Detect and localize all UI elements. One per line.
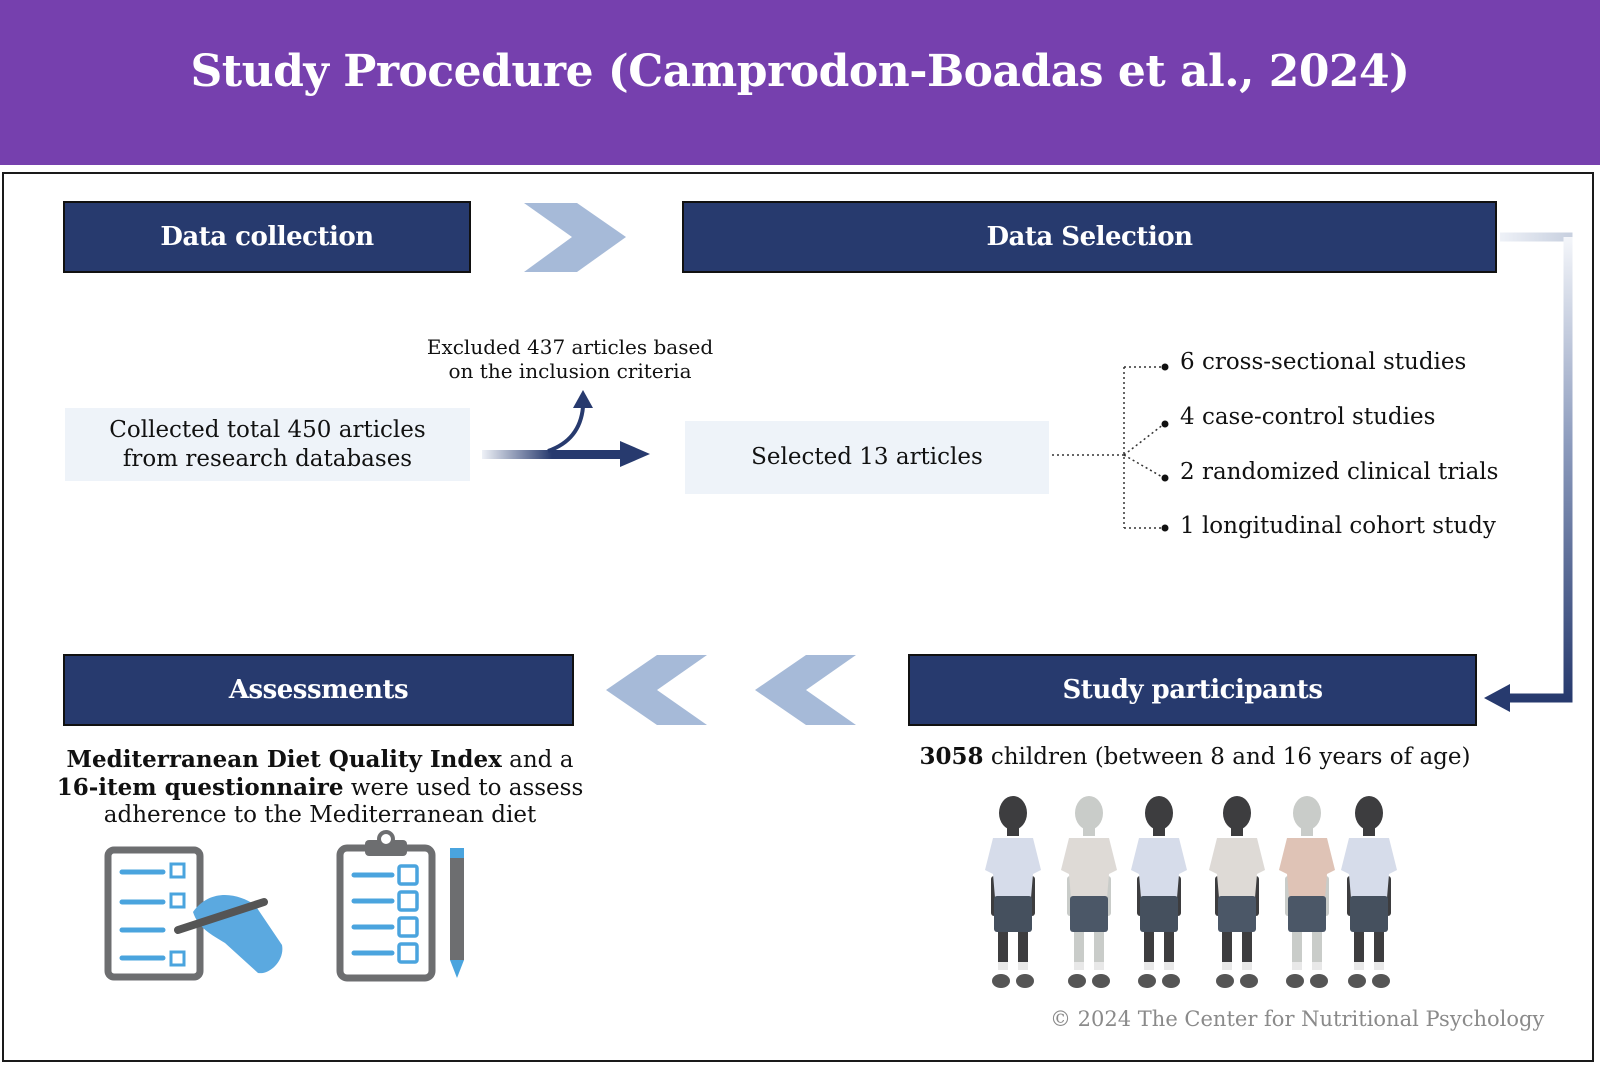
assessment-text1: and a [501, 747, 574, 773]
selected-box: Selected 13 articles [685, 421, 1049, 494]
main-arrow-shaft [482, 450, 622, 459]
selected-label: Selected 13 articles [751, 444, 983, 470]
assessment-line3: adherence to the Mediterranean diet [103, 802, 537, 828]
branch-dots [1161, 363, 1169, 532]
child-figure-icon [985, 796, 1041, 988]
arrowhead-left-icon [1484, 684, 1510, 712]
assessment-bold1: Mediterranean Diet Quality Index [66, 746, 502, 773]
stage-data-collection: Data collection [63, 201, 471, 273]
clipboard-pencil-icon [336, 830, 464, 982]
checklist-hand-icon [104, 846, 283, 981]
stage-data-selection: Data Selection [682, 201, 1497, 273]
main-arrowhead [620, 441, 650, 467]
assessment-text2: were used to assess [343, 775, 584, 801]
child-figure-icon [1131, 796, 1187, 988]
flow-connector-down [1505, 237, 1573, 703]
collected-box: Collected total 450 articles from resear… [65, 408, 470, 481]
chevron-right-icon [524, 203, 626, 272]
excluded-line2: on the inclusion criteria [448, 359, 692, 383]
participants-count: 3058 [919, 743, 984, 770]
page-title: Study Procedure (Camprodon-Boadas et al.… [190, 46, 1410, 97]
stage-data-collection-label: Data collection [160, 222, 374, 252]
header-banner: Study Procedure (Camprodon-Boadas et al.… [0, 0, 1600, 165]
child-figure-icon [1209, 796, 1265, 988]
collected-line1: Collected total 450 articles [109, 416, 426, 443]
copyright: © 2024 The Center for Nutritional Psycho… [1050, 1007, 1545, 1031]
study-type-item: 4 case-control studies [1180, 404, 1436, 430]
study-type-item: 6 cross-sectional studies [1180, 349, 1467, 375]
exclusion-arrowhead [573, 390, 593, 408]
stage-assessments-label: Assessments [228, 675, 409, 705]
child-figure-icon [1341, 796, 1397, 988]
stage-data-selection-label: Data Selection [986, 222, 1193, 252]
excluded-line1: Excluded 437 articles based [426, 335, 714, 359]
child-figure-icon [1279, 796, 1335, 988]
flow-connector [1500, 232, 1573, 703]
children-figures [985, 796, 1397, 988]
stage-assessments: Assessments [63, 654, 574, 726]
chevron-left-icon [606, 655, 707, 725]
study-type-item: 2 randomized clinical trials [1180, 459, 1499, 485]
stage-study-participants: Study participants [908, 654, 1477, 726]
participants-text: 3058 children (between 8 and 16 years of… [880, 743, 1510, 771]
exclusion-arrow [547, 406, 585, 453]
collected-line2: from research databases [122, 445, 413, 472]
chevron-left-icon [755, 655, 856, 725]
stage-study-participants-label: Study participants [1062, 675, 1323, 705]
diagram-frame [2, 172, 1594, 1062]
child-figure-icon [1061, 796, 1117, 988]
branch-lines [1052, 366, 1165, 529]
assessment-text: Mediterranean Diet Quality Index and a 1… [40, 746, 600, 829]
excluded-note: Excluded 437 articles based on the inclu… [420, 335, 720, 383]
participants-description: children (between 8 and 16 years of age) [983, 744, 1471, 770]
study-type-item: 1 longitudinal cohort study [1180, 513, 1496, 539]
assessment-bold2: 16-item questionnaire [56, 774, 344, 801]
